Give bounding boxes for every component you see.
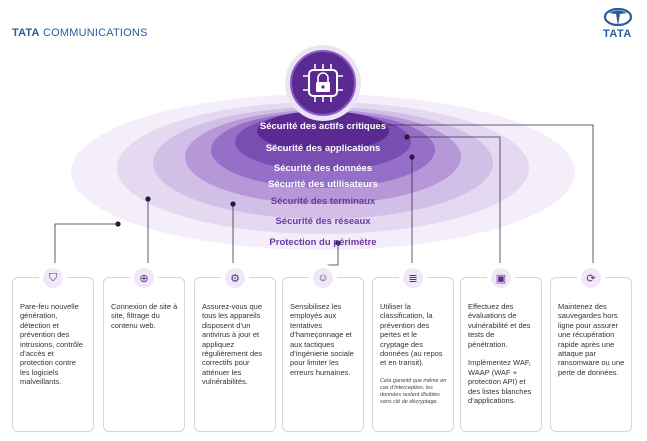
layer-card: ⚙ Assurez-vous que tous les appareils dis… xyxy=(194,264,276,432)
layer-card: ⛉ Pare-feu nouvelle génération, détection… xyxy=(12,264,94,432)
connector-dot xyxy=(404,134,410,140)
layer-label: Sécurité des réseaux xyxy=(275,216,371,227)
layer-card: ☺ Sensibilisez les employés aux tentative… xyxy=(282,264,364,432)
connector-dot xyxy=(377,122,383,128)
logo-word: TATA xyxy=(603,28,632,40)
connector-dot xyxy=(409,154,415,160)
layer-label: Sécurité des utilisateurs xyxy=(268,179,378,190)
card-text: Utiliser la classification, la préventio… xyxy=(380,302,443,368)
layer-card: ▣ Effectuez des évaluations de vulnérabil… xyxy=(460,264,542,432)
gear-network-icon: ⚙ xyxy=(221,264,249,292)
shield-icon: ⛉ xyxy=(39,264,67,292)
brand-tata: TATA xyxy=(12,27,40,39)
card-text: Assurez-vous que tous les appareils disp… xyxy=(202,302,263,387)
connector-line xyxy=(54,223,118,263)
brand-name: TATA COMMUNICATIONS xyxy=(12,27,148,39)
layer-card: ≣ Utiliser la classification, la préventi… xyxy=(372,264,454,432)
layer-ellipse xyxy=(257,111,389,151)
network-globe-icon: ⊕ xyxy=(130,264,158,292)
layer-card: ⊕ Connexion de site à site, filtrage du c… xyxy=(103,264,185,432)
layer-label: Sécurité des terminaux xyxy=(270,196,376,207)
layer-label: Sécurité des applications xyxy=(265,143,381,154)
card-text: Connexion de site à site, filtrage du co… xyxy=(111,302,178,330)
card-text: Sensibilisez les employés aux tentatives… xyxy=(290,302,354,377)
layer-label: Sécurité des actifs critiques xyxy=(259,121,387,132)
user-alert-icon: ☺ xyxy=(309,264,337,292)
layer-label: Protection du périmètre xyxy=(269,237,377,248)
card-text: Maintenez des sauvegardes hors ligne pou… xyxy=(558,302,625,377)
brand-communications: COMMUNICATIONS xyxy=(42,27,148,39)
connector-line xyxy=(407,136,501,263)
card-text: Pare-feu nouvelle génération, détection … xyxy=(20,302,83,387)
database-shield-icon: ≣ xyxy=(399,264,427,292)
connector-dot xyxy=(115,221,121,227)
lock-chip-icon xyxy=(303,64,343,102)
connector-line xyxy=(380,124,594,263)
card-text: Effectuez des évaluations de vulnérabili… xyxy=(468,302,532,406)
hub-lock-chip xyxy=(285,45,361,121)
tata-logo-icon xyxy=(601,7,635,42)
card-note: Cela garantit que même en cas d’intercep… xyxy=(380,377,447,405)
layer-card: ⟳ Maintenez des sauvegardes hors ligne po… xyxy=(550,264,632,432)
app-shield-icon: ▣ xyxy=(487,264,515,292)
backup-shield-icon: ⟳ xyxy=(577,264,605,292)
layer-label: Sécurité des données xyxy=(273,163,373,174)
connector-dot xyxy=(335,240,341,246)
connector-dot xyxy=(145,196,151,202)
connector-dot xyxy=(230,201,236,207)
